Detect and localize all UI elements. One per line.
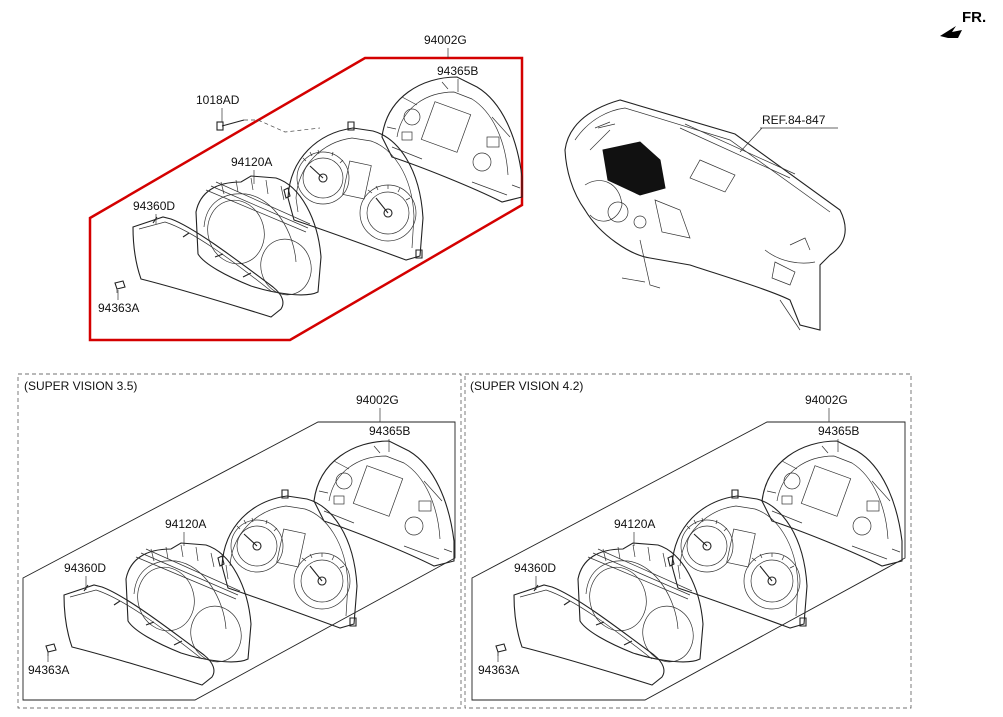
variant-panel-sv35 — [17, 373, 462, 709]
variant-a-outline — [22, 421, 456, 701]
clip-part — [114, 280, 126, 294]
main-label-screw: 1018AD — [196, 93, 240, 107]
main-label-clip: 94363A — [98, 301, 139, 315]
gauge-face-part — [283, 121, 424, 261]
variant-b-label-glass: 94360D — [514, 561, 556, 575]
variant-a-assembly-label: 94002G — [356, 393, 399, 407]
dashboard-reference-drawing — [564, 99, 846, 331]
rear-case-part — [381, 76, 523, 203]
main-label-rear-case: 94365B — [437, 64, 478, 78]
screw-part — [216, 119, 321, 133]
variant-b-glass — [513, 584, 665, 686]
variant-b-housing — [577, 542, 704, 669]
main-label-glass: 94360D — [133, 199, 175, 213]
variant-panel-sv42 — [464, 373, 912, 709]
variant-b-label-housing: 94120A — [614, 517, 655, 531]
variant-a-gauge-face — [217, 489, 358, 629]
variant-a-title: (SUPER VISION 3.5) — [24, 379, 137, 393]
housing-part — [195, 175, 322, 302]
variant-b-gauge-face — [667, 489, 808, 629]
reference-label: REF.84-847 — [762, 113, 826, 127]
variant-b-rear-case — [761, 440, 903, 567]
main-assembly-outline — [88, 56, 524, 342]
variant-a-label-rear-case: 94365B — [369, 424, 410, 438]
variant-a-glass — [63, 584, 215, 686]
variant-a-clip — [45, 643, 57, 657]
front-direction-label: FR. — [962, 9, 986, 26]
variant-b-label-clip: 94363A — [478, 663, 519, 677]
variant-b-clip — [495, 643, 507, 657]
variant-a-label-clip: 94363A — [28, 663, 69, 677]
arrow-front-icon — [940, 26, 962, 38]
variant-a-label-housing: 94120A — [165, 517, 206, 531]
main-label-housing: 94120A — [231, 155, 272, 169]
main-assembly-label: 94002G — [424, 33, 467, 47]
variant-b-title: (SUPER VISION 4.2) — [470, 379, 583, 393]
variant-b-outline — [471, 421, 906, 701]
variant-b-label-rear-case: 94365B — [818, 424, 859, 438]
variant-b-assembly-label: 94002G — [805, 393, 848, 407]
variant-a-label-glass: 94360D — [64, 561, 106, 575]
variant-a-rear-case — [313, 440, 455, 567]
